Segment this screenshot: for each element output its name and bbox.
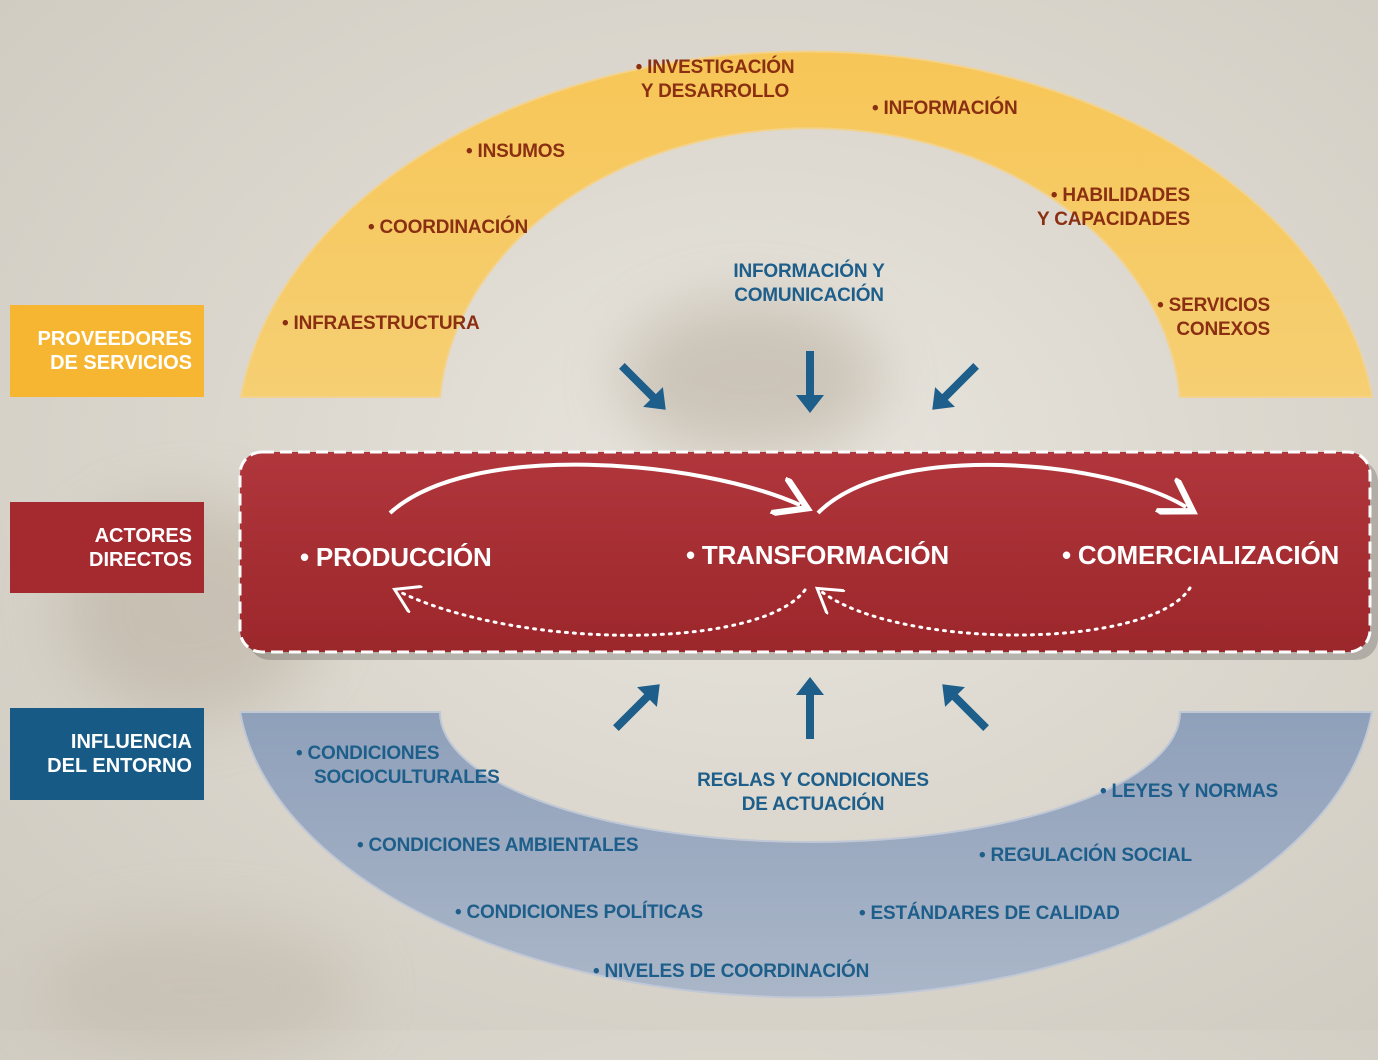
environment-arc <box>238 711 1374 999</box>
arrow-down-icon <box>796 351 824 413</box>
actors-band <box>238 450 1372 654</box>
providers-arc <box>239 50 1374 398</box>
env-coordination-levels: • NIVELES DE COORDINACIÓN <box>593 961 870 982</box>
value-chain-diagram <box>238 50 1378 999</box>
actor-commercialization: • COMERCIALIZACIÓN <box>1062 540 1340 570</box>
env-laws: • LEYES Y NORMAS <box>1100 781 1279 802</box>
arrow-up-left-icon <box>932 674 997 739</box>
arrow-up-right-icon <box>605 674 670 739</box>
feedback-arrow-transformation-to-production <box>400 590 807 637</box>
arrow-down-right-icon <box>922 355 987 420</box>
env-environmental: • CONDICIONES AMBIENTALES <box>357 835 639 856</box>
actor-production: • PRODUCCIÓN <box>300 542 492 572</box>
arrow-down-left-icon <box>611 355 676 420</box>
service-infrastructure: • INFRAESTRUCTURA <box>282 313 480 334</box>
arrow-up-icon <box>796 677 824 739</box>
actor-transformation: • TRANSFORMACIÓN <box>686 540 949 570</box>
env-quality-standards: • ESTÁNDARES DE CALIDAD <box>859 903 1120 924</box>
flow-arrow-production-to-transformation <box>388 462 800 513</box>
service-coordination: • COORDINACIÓN <box>368 217 529 238</box>
env-political: • CONDICIONES POLÍTICAS <box>455 902 704 923</box>
env-social-regulation: • REGULACIÓN SOCIAL <box>979 845 1192 866</box>
service-inputs: • INSUMOS <box>466 141 565 162</box>
background-shape <box>620 300 880 460</box>
feedback-arrow-commercialization-to-transformation <box>822 586 1192 637</box>
flow-arrow-transformation-to-commercialization <box>816 462 1186 513</box>
service-information: • INFORMACIÓN <box>872 98 1018 119</box>
